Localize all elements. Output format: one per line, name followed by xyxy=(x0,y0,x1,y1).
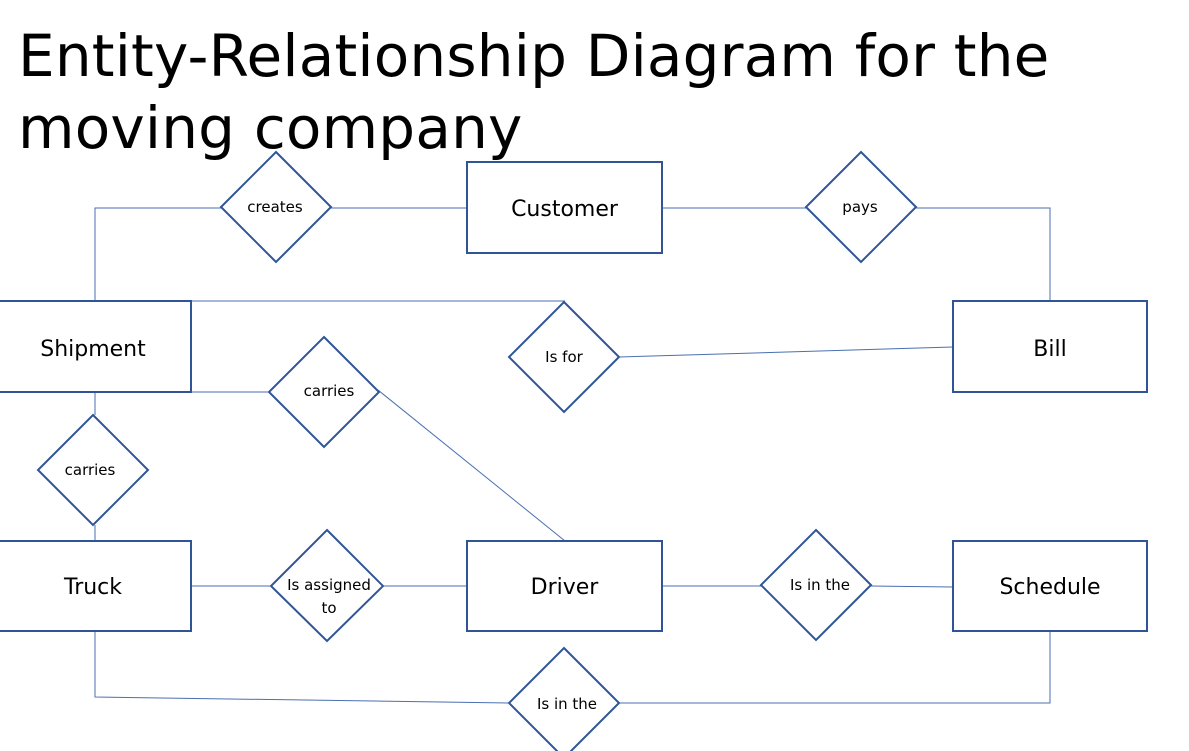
connector-isfor-bill xyxy=(618,346,954,358)
relationship-label-is-in-the-driver-schedule: Is in the xyxy=(790,576,850,594)
relationship-is-for: Is for xyxy=(507,300,621,414)
connector-isinthe-bottom-schedule xyxy=(619,631,1051,704)
entity-box-driver xyxy=(466,540,663,632)
relationship-label-is-for: Is for xyxy=(545,348,583,366)
relationship-is-in-the-driver-schedule: Is in the xyxy=(759,528,873,642)
entity-driver: Driver xyxy=(466,540,663,632)
relationship-diamond-pays xyxy=(804,150,918,264)
relationship-label-pays: pays xyxy=(842,198,878,216)
entity-box-truck xyxy=(0,540,192,632)
relationship-diamond-is-in-the-driver-schedule xyxy=(759,528,873,642)
entity-label-truck: Truck xyxy=(63,575,122,600)
relationship-diamond-is-in-the-truck-schedule xyxy=(507,646,621,751)
relationship-diamond-carries-truck xyxy=(36,413,150,527)
relationship-diamond-is-assigned-to xyxy=(269,528,385,643)
connector-shipment-creates xyxy=(94,207,222,301)
entity-label-driver: Driver xyxy=(531,575,600,600)
page-title: Entity-Relationship Diagram for the movi… xyxy=(18,22,1050,162)
relationship-label-creates: creates xyxy=(247,198,303,216)
connectors xyxy=(94,207,1051,704)
connector-isinthe-schedule xyxy=(870,585,954,588)
entity-box-customer xyxy=(466,161,663,254)
relationship-carries-shipment-driver: carries xyxy=(267,335,381,449)
entity-bill: Bill xyxy=(952,300,1148,393)
relationship-label-carries-driver: carries xyxy=(304,382,355,400)
relationship-label-is-in-the-truck-schedule: Is in the xyxy=(537,695,597,713)
entity-label-schedule: Schedule xyxy=(999,575,1100,600)
entity-shipment: Shipment xyxy=(0,300,192,393)
relationship-label-is-assigned-to-line1: Is assigned xyxy=(287,576,371,594)
entity-schedule: Schedule xyxy=(952,540,1148,632)
relationship-pays: pays xyxy=(804,150,918,264)
connector-carries-driver xyxy=(377,389,566,542)
relationship-diamond-is-for xyxy=(507,300,621,414)
entity-label-bill: Bill xyxy=(1033,337,1066,362)
relationship-creates: creates xyxy=(219,150,333,264)
relationship-label-is-assigned-to-line2: to xyxy=(321,599,336,617)
relationship-diamond-carries-driver xyxy=(267,335,381,449)
entity-box-shipment xyxy=(0,300,192,393)
relationship-is-in-the-truck-schedule: Is in the xyxy=(507,646,621,751)
entity-truck: Truck xyxy=(0,540,192,632)
relationship-diamond-creates xyxy=(219,150,333,264)
entity-label-customer: Customer xyxy=(511,197,619,222)
relationship-label-carries-truck: carries xyxy=(65,461,116,479)
connector-pays-bill xyxy=(916,207,1051,301)
entity-label-shipment: Shipment xyxy=(40,337,146,362)
relationship-is-assigned-to: Is assigned to xyxy=(269,528,385,643)
entity-box-schedule xyxy=(952,540,1148,632)
entity-box-bill xyxy=(952,300,1148,393)
relationship-carries-shipment-truck: carries xyxy=(36,413,150,527)
connector-truck-isinthe-bottom xyxy=(94,631,510,704)
entity-customer: Customer xyxy=(466,161,663,254)
